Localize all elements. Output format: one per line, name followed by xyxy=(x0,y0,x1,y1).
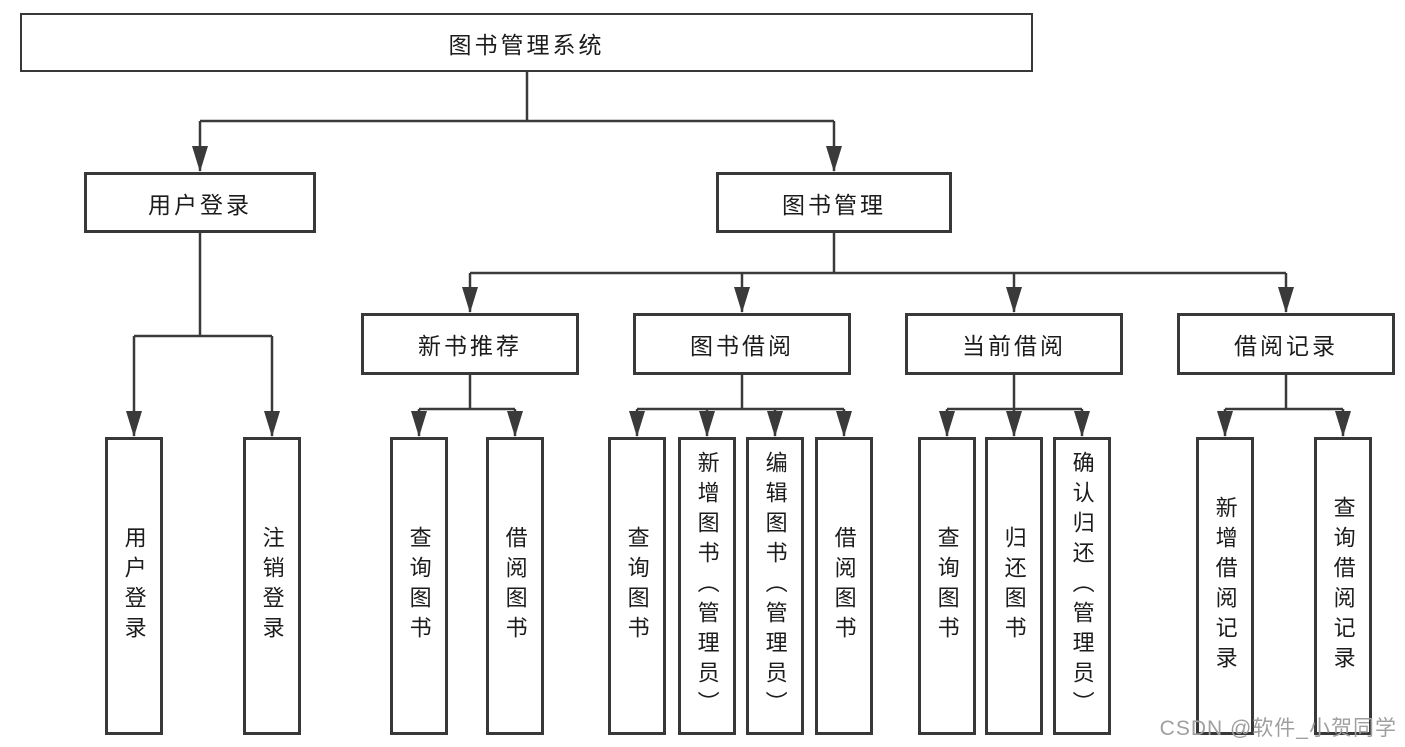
connector-book-mgmt-trunk xyxy=(470,233,1286,275)
node-label: 借阅记录 xyxy=(1234,333,1338,359)
node-label: 当前借阅 xyxy=(962,333,1066,359)
node-label: 查询借阅记录 xyxy=(1330,496,1356,676)
node-leaf-add-borrow-record: 新增借阅记录 xyxy=(1196,437,1254,735)
connector-book-borrow-trunk xyxy=(637,375,844,411)
node-book-management: 图书管理 xyxy=(716,172,952,233)
node-leaf-edit-book-admin: 编辑图书（管理员） xyxy=(746,437,804,735)
node-leaf-query-book-recommend: 查询图书 xyxy=(390,437,448,735)
node-leaf-query-book-borrow: 查询图书 xyxy=(608,437,666,735)
node-leaf-logout: 注销登录 xyxy=(243,437,301,735)
node-label: 查询图书 xyxy=(624,526,650,646)
csdn-watermark: CSDN @软件_小贺同学 xyxy=(1159,717,1397,740)
connector-current-borrow-trunk xyxy=(947,375,1082,411)
node-label: 归还图书 xyxy=(1001,526,1027,646)
node-label: 查询图书 xyxy=(406,526,432,646)
node-new-book-recommend: 新书推荐 xyxy=(361,313,579,375)
node-borrow-records: 借阅记录 xyxy=(1177,313,1395,375)
node-label: 编辑图书（管理员） xyxy=(762,451,788,721)
node-label: 确认归还（管理员） xyxy=(1069,451,1095,721)
node-label: 新增借阅记录 xyxy=(1212,496,1238,676)
node-leaf-confirm-return-admin: 确认归还（管理员） xyxy=(1053,437,1111,735)
node-label: 借阅图书 xyxy=(831,526,857,646)
node-label: 图书管理系统 xyxy=(448,31,605,58)
node-user-login: 用户登录 xyxy=(84,172,316,233)
node-leaf-return-book: 归还图书 xyxy=(985,437,1043,735)
node-leaf-borrow-book-recommend: 借阅图书 xyxy=(486,437,544,735)
node-leaf-user-login: 用户登录 xyxy=(105,437,163,735)
node-book-borrow: 图书借阅 xyxy=(633,313,851,375)
node-library-system: 图书管理系统 xyxy=(20,13,1033,72)
node-label: 用户登录 xyxy=(121,526,147,646)
node-leaf-query-borrow-record: 查询借阅记录 xyxy=(1314,437,1372,735)
node-leaf-add-book-admin: 新增图书（管理员） xyxy=(678,437,736,735)
connector-new-book-trunk xyxy=(419,375,515,411)
node-label: 用户登录 xyxy=(148,191,252,218)
node-leaf-query-book-current: 查询图书 xyxy=(918,437,976,735)
connector-user-login-trunk xyxy=(134,233,272,338)
node-label: 查询图书 xyxy=(934,526,960,646)
node-current-borrow: 当前借阅 xyxy=(905,313,1123,375)
node-label: 新增图书（管理员） xyxy=(694,451,720,721)
node-label: 新书推荐 xyxy=(418,333,522,359)
node-label: 借阅图书 xyxy=(502,526,528,646)
node-label: 注销登录 xyxy=(259,526,285,646)
node-label: 图书借阅 xyxy=(690,333,794,359)
node-leaf-borrow-book: 借阅图书 xyxy=(815,437,873,735)
connector-borrow-records-trunk xyxy=(1225,375,1343,411)
connector-root-trunk xyxy=(200,72,834,123)
node-label: 图书管理 xyxy=(782,191,886,218)
